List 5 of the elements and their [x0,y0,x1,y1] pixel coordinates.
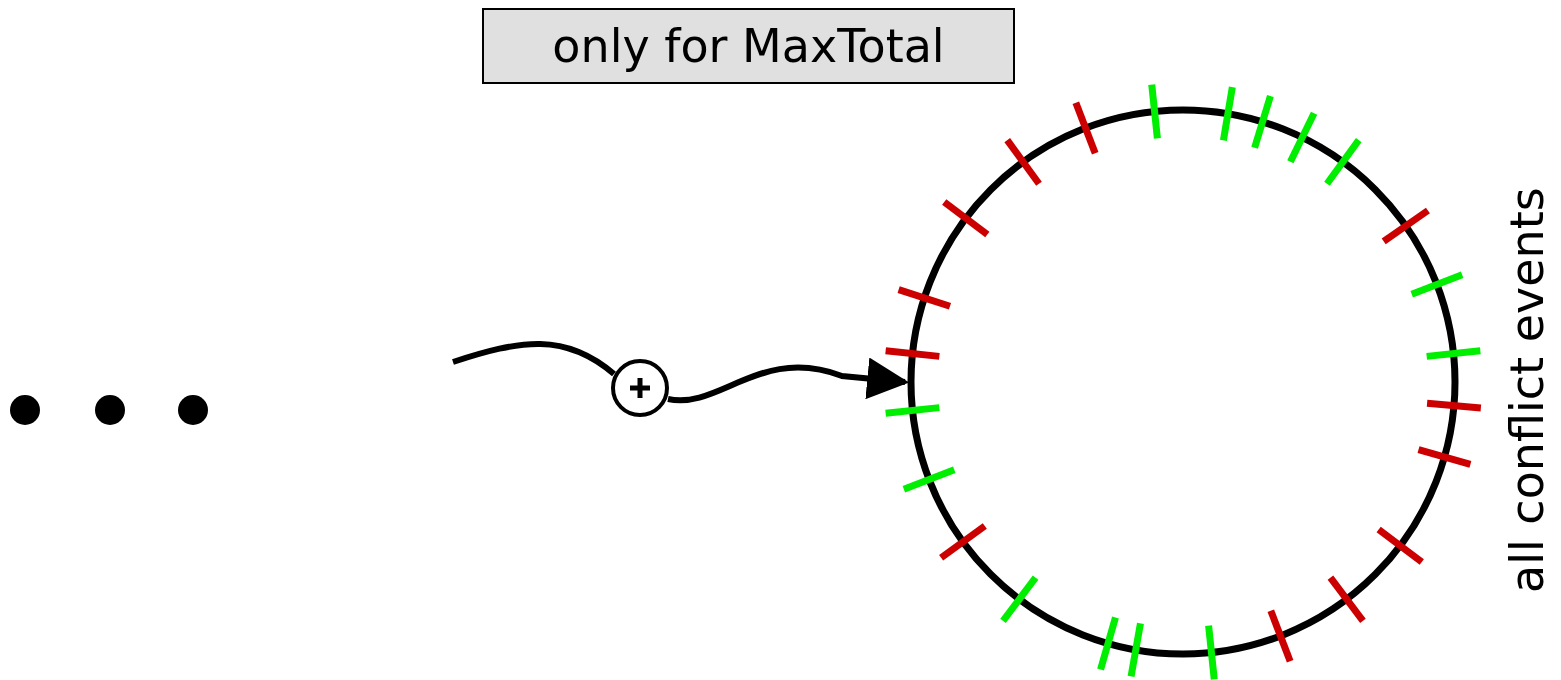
plus-circle [610,358,670,418]
ring-drawing [883,82,1483,680]
side-label: all conflict events [1500,186,1554,595]
arrow [667,357,910,404]
label-box: only for MaxTotal [482,8,1015,84]
